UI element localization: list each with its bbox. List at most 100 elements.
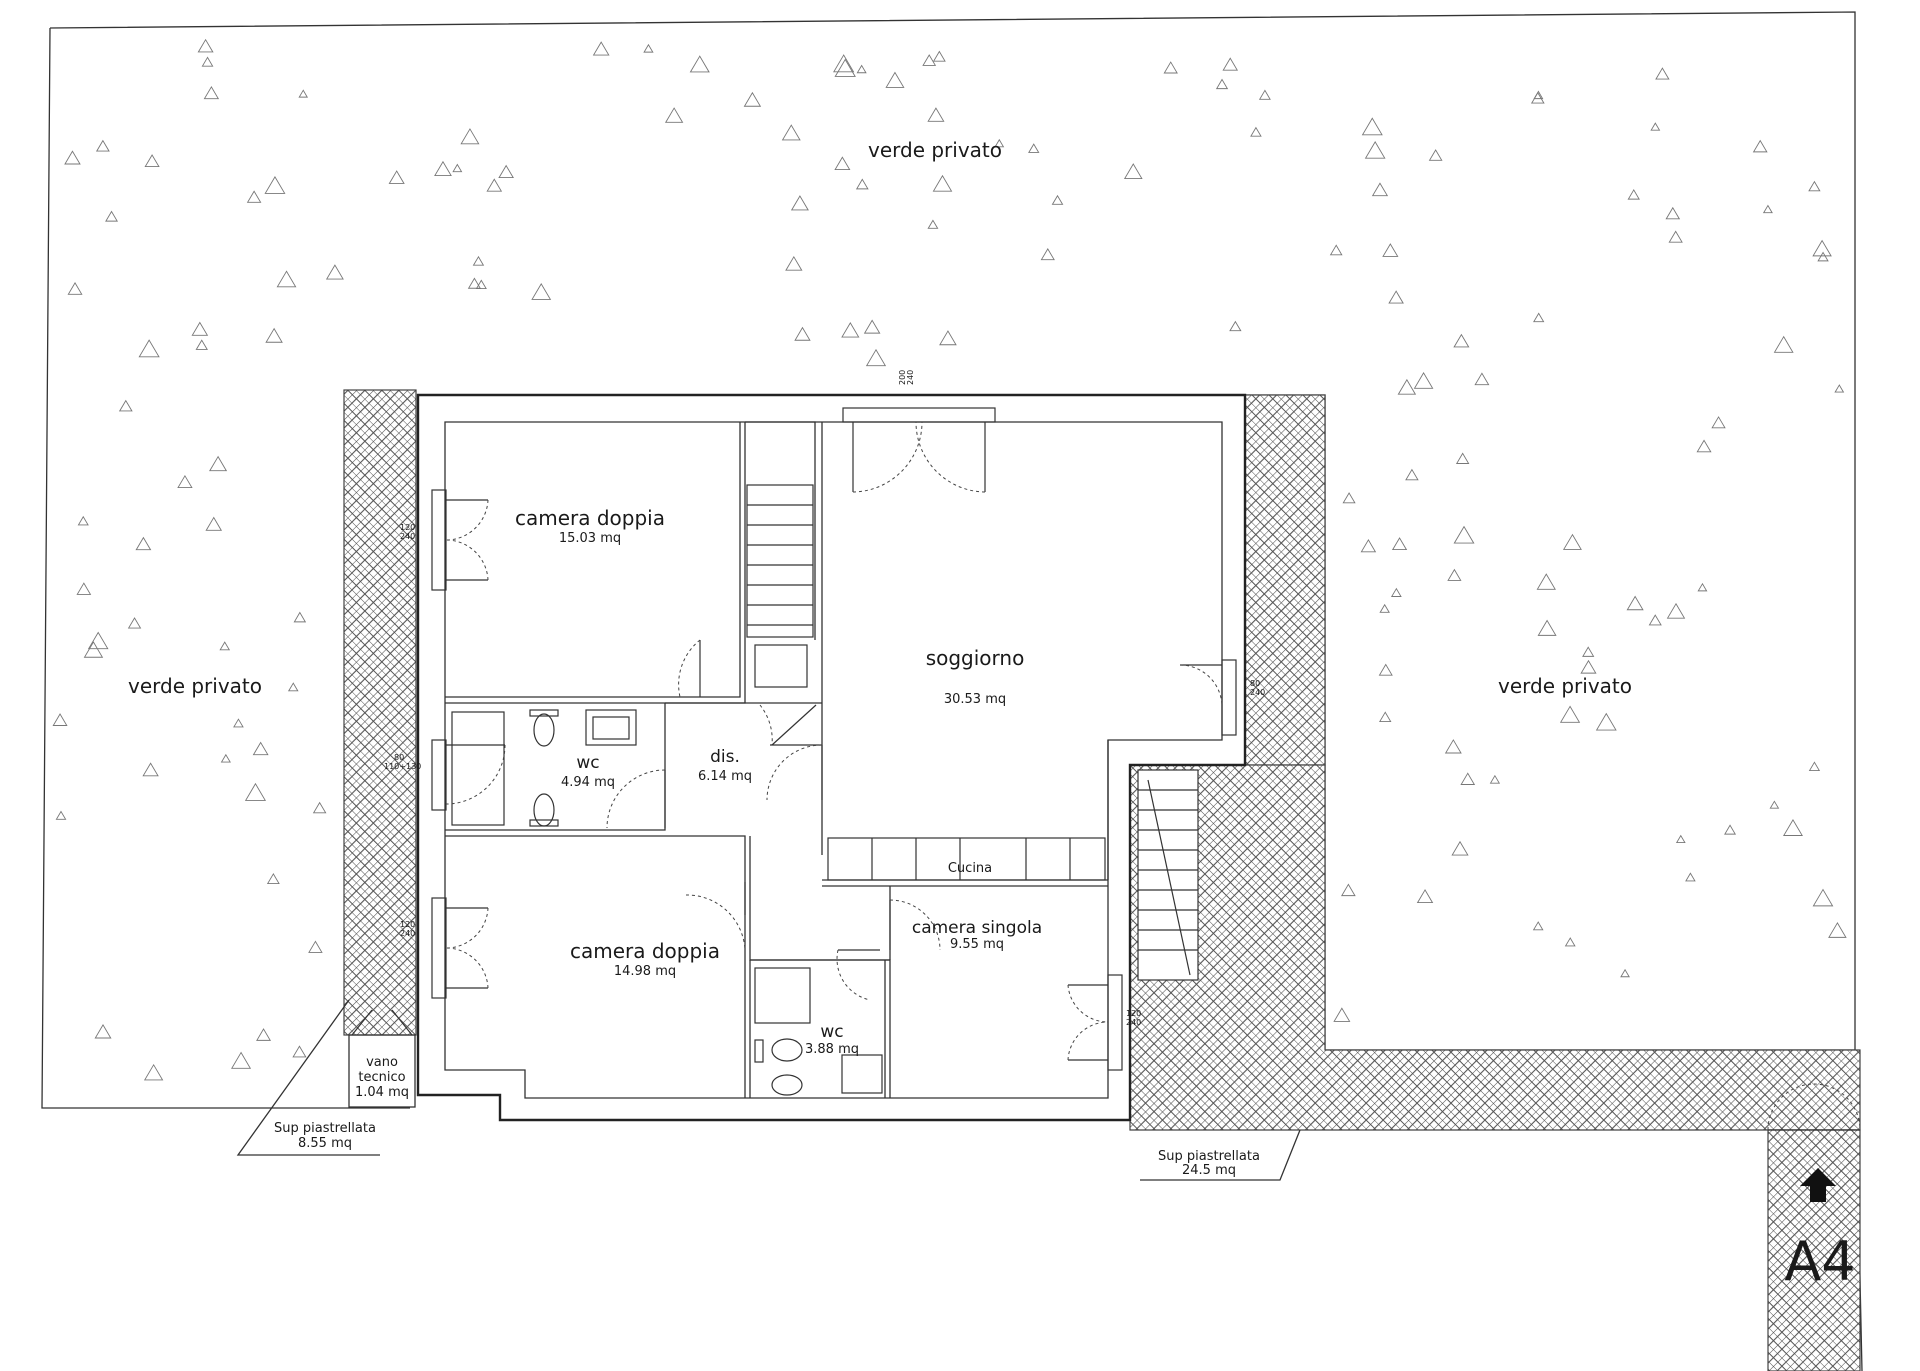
lawn-speck: [939, 330, 957, 346]
door-top-double[interactable]: [842, 407, 996, 493]
room-camera-singola-area: 9.55 mq: [950, 937, 1004, 952]
lawn-speck: [195, 339, 208, 350]
lawn-speck: [932, 174, 953, 192]
lawn-speck: [1812, 239, 1832, 257]
lawn-speck: [1773, 335, 1794, 353]
lawn-speck: [64, 150, 81, 165]
lawn-speck: [1444, 739, 1462, 754]
lawn-speck: [1752, 139, 1768, 153]
lawn-speck: [833, 54, 855, 73]
lawn-speck: [52, 713, 68, 726]
window-camera-doppia-1[interactable]: [431, 489, 489, 591]
lawn-speck: [256, 1028, 272, 1041]
lawn-speck: [1817, 251, 1829, 262]
door-camera-singola[interactable]: [889, 899, 941, 951]
window-camera-singola[interactable]: [1067, 974, 1123, 1071]
lawn-speck: [689, 55, 710, 73]
lawn-speck: [209, 455, 228, 472]
lawn-speck: [1530, 91, 1545, 104]
lawn-speck: [203, 86, 220, 100]
label-verde-privato-left: verde privato: [128, 674, 262, 698]
lawn-speck: [1028, 143, 1040, 153]
door-wc-2[interactable]: [836, 949, 880, 1001]
lawn-speck: [67, 281, 83, 295]
lawn-speck: [1696, 439, 1712, 453]
paving-right-area: 24.5 mq: [1182, 1163, 1236, 1178]
lawn-speck: [1341, 883, 1356, 897]
lawn-speck: [177, 474, 193, 489]
lawn-speck: [434, 160, 452, 177]
lawn-speck: [143, 1063, 164, 1081]
room-camera-doppia-2-area: 14.98 mq: [614, 964, 676, 979]
lawn-speck: [197, 38, 214, 53]
lawn-speck: [1489, 774, 1501, 784]
lawn-speck: [1655, 67, 1670, 80]
unit-badge: A4: [1784, 1230, 1855, 1293]
lawn-speck: [1388, 290, 1404, 304]
lawn-speck: [785, 255, 803, 271]
lawn-speck: [1650, 122, 1661, 131]
paving-left-label: Sup piastrellata: [274, 1121, 376, 1136]
room-dis-area: 6.14 mq: [698, 769, 752, 784]
lawn-speck: [233, 718, 244, 728]
room-dis-name: dis.: [710, 747, 740, 767]
lawn-speck: [664, 107, 684, 123]
dim-window-cs-h: 240: [1126, 1018, 1141, 1027]
entrance-gate[interactable]: [1767, 1083, 1861, 1131]
lawn-speck: [1537, 619, 1557, 636]
lawn-speck: [1123, 163, 1143, 180]
lawn-speck: [1360, 539, 1377, 553]
lawn-speck: [1626, 595, 1644, 611]
window-wc-1[interactable]: [431, 739, 506, 811]
lawn-speck: [1648, 614, 1662, 626]
dim-window-cd1-w: 120: [400, 523, 415, 532]
lawn-speck: [1762, 204, 1773, 214]
lawn-speck: [475, 279, 487, 290]
room-wc-2-area: 3.88 mq: [805, 1042, 859, 1057]
lawn-speck: [105, 210, 119, 222]
lawn-speck: [922, 54, 937, 66]
lawn-speck: [1163, 61, 1178, 74]
lawn-speck: [1051, 194, 1064, 205]
lawn-speck: [1382, 243, 1399, 257]
lawn-speck: [885, 71, 905, 88]
lawn-speck: [325, 264, 344, 280]
door-wc-1[interactable]: [606, 769, 666, 829]
wc2-fixtures: [754, 967, 883, 1096]
door-vano-tecnico[interactable]: [351, 1009, 413, 1036]
paving-strip-mid: [1244, 394, 1326, 766]
door-cucina-dis[interactable]: [759, 704, 817, 746]
lawn-speck: [863, 319, 881, 334]
lawn-speck: [135, 536, 152, 551]
lawn-speck: [1562, 533, 1582, 550]
lawn-speck: [531, 282, 552, 300]
lawn-speck: [592, 41, 610, 56]
window-soggiorno[interactable]: [1179, 659, 1237, 736]
lawn-speck: [1564, 937, 1576, 947]
lawn-speck: [220, 753, 231, 763]
lawn-speck: [1250, 126, 1262, 137]
lawn-speck: [76, 582, 92, 595]
lawn-speck: [1329, 244, 1343, 256]
lawn-speck: [1453, 525, 1475, 544]
door-soggiorno-dis[interactable]: [766, 744, 823, 801]
lawn-speck: [1378, 663, 1393, 676]
lawn-speck: [1620, 968, 1630, 978]
lawn-speck: [743, 91, 762, 107]
room-wc-2-name: wc: [820, 1022, 843, 1042]
paving-right-label: Sup piastrellata: [1158, 1149, 1260, 1164]
lawn-speck: [1222, 57, 1239, 71]
lawn-speck: [1665, 206, 1681, 220]
lawn-speck: [1808, 180, 1821, 192]
wc1-fixtures: [451, 709, 637, 827]
dim-top-door-h: 240: [906, 370, 915, 385]
window-camera-doppia-2[interactable]: [431, 897, 489, 999]
lawn-speck: [94, 1023, 112, 1039]
door-camera-doppia-2[interactable]: [685, 882, 746, 951]
door-camera-doppia-1[interactable]: [678, 639, 701, 698]
lawn-speck: [1834, 384, 1845, 393]
lawn-speck: [1455, 452, 1470, 464]
lawn-speck: [205, 516, 223, 531]
lawn-speck: [460, 128, 480, 145]
lawn-speck: [312, 801, 327, 814]
